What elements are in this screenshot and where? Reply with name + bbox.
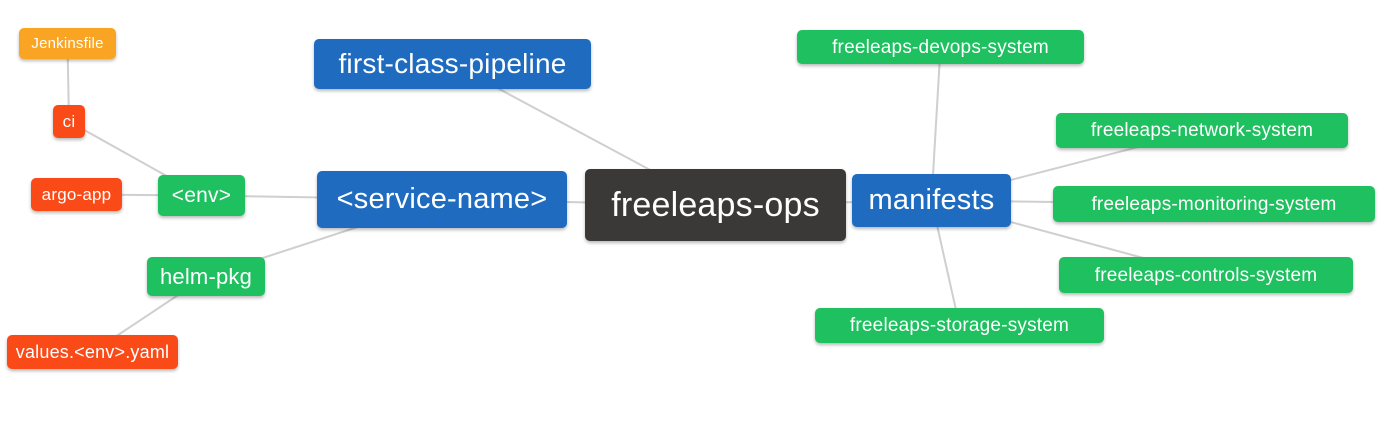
node-freeleaps-storage-system[interactable]: freeleaps-storage-system [815, 308, 1104, 343]
node-ci[interactable]: ci [53, 105, 85, 138]
node-freeleaps-network-system[interactable]: freeleaps-network-system [1056, 113, 1348, 148]
node-freeleaps-devops-system[interactable]: freeleaps-devops-system [797, 30, 1084, 64]
node-freeleaps-ops[interactable]: freeleaps-ops [585, 169, 846, 241]
node-service-name[interactable]: <service-name> [317, 171, 567, 228]
node-manifests[interactable]: manifests [852, 174, 1011, 227]
node-helm-pkg[interactable]: helm-pkg [147, 257, 265, 296]
node-first-class-pipeline[interactable]: first-class-pipeline [314, 39, 591, 89]
node-argo-app[interactable]: argo-app [31, 178, 122, 211]
node-env[interactable]: <env> [158, 175, 245, 216]
node-values-env-yaml[interactable]: values.<env>.yaml [7, 335, 178, 369]
node-freeleaps-controls-system[interactable]: freeleaps-controls-system [1059, 257, 1353, 293]
node-freeleaps-monitoring-system[interactable]: freeleaps-monitoring-system [1053, 186, 1375, 222]
node-jenkinsfile[interactable]: Jenkinsfile [19, 28, 116, 59]
